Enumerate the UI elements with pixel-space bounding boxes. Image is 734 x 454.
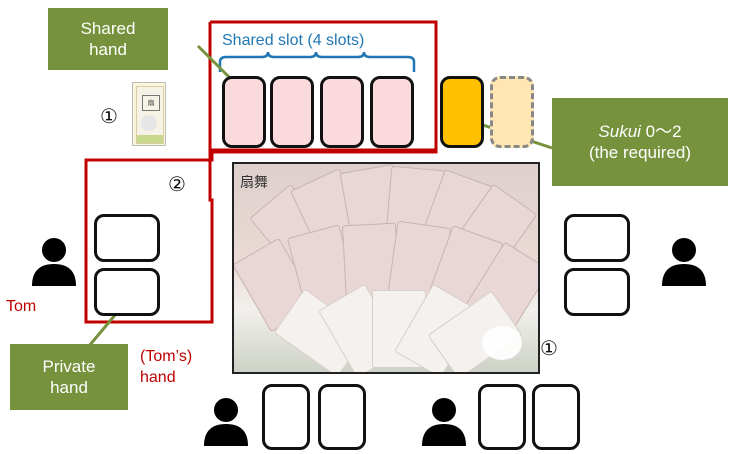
shared-hand-callout: Shared hand [48,8,168,70]
board-title: 扇舞 [240,175,268,191]
sukui-callout: Sukui 0～2 (the required) [552,98,728,186]
player-tom-name: Tom [6,298,37,315]
private-hand-line2: hand [50,378,88,397]
shared-slot-4[interactable] [370,76,414,148]
player-bottom-right-icon [420,396,468,446]
bottom-left-slot-1[interactable] [262,384,310,450]
tom-private-slot-1[interactable] [94,214,160,262]
sukui-note: (the required) [588,143,692,162]
shared-slot-3[interactable] [320,76,364,148]
right-player-slot-2[interactable] [564,268,630,316]
sukui-line1: Sukui 0～2 [598,121,681,142]
sukui-slot-filled[interactable] [440,76,484,148]
marker-1-top: ① [100,106,118,128]
deck-title-mark: 扇 [142,95,160,111]
private-hand-line1: Private [42,357,96,376]
player-right-icon [660,236,708,286]
bottom-right-slot-1[interactable] [478,384,526,450]
shared-slot-2[interactable] [270,76,314,148]
sukui-slot-optional[interactable] [490,76,534,148]
marker-1-board: ① [540,338,558,360]
shared-hand-line2: hand [89,40,127,59]
marker-2: ② [168,174,186,196]
bottom-left-slot-2[interactable] [318,384,366,450]
toms-hand-line1: (Tom’s) [140,348,193,365]
private-hand-callout: Private hand [10,344,128,410]
shared-hand-line1: Shared [80,19,136,38]
player-bottom-left-icon [202,396,250,446]
right-player-slot-1[interactable] [564,214,630,262]
rabbit-icon [141,115,157,131]
rabbit-icon [482,326,522,360]
sukui-italic: Sukui [598,122,641,141]
deck-card-image: 扇 [132,82,166,146]
shared-slot-1[interactable] [222,76,266,148]
shared-slot-brace [218,51,416,72]
game-board: 扇舞 [232,162,540,374]
bottom-right-slot-2[interactable] [532,384,580,450]
toms-hand-line2: hand [140,369,176,386]
toms-hand-label: (Tom’s) hand [140,346,192,388]
sukui-range: 0～2 [645,122,682,141]
tom-private-slot-2[interactable] [94,268,160,316]
player-tom-icon [30,236,78,286]
shared-slot-label: Shared slot (4 slots) [222,32,365,49]
